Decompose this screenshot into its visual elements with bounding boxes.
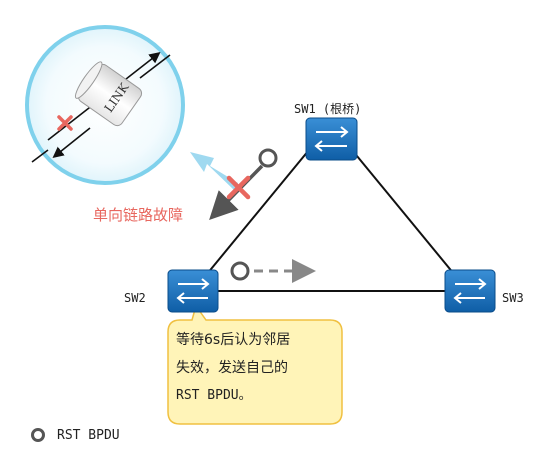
inset-fault-x-icon: [57, 115, 73, 131]
sw3-label: SW3: [502, 291, 524, 305]
link-sw1-sw3: [342, 138, 469, 292]
link-sw1-sw2: [192, 138, 319, 292]
switch-arrows-icon: [176, 278, 210, 304]
callout-line-2: 失效，发送自己的: [176, 360, 288, 376]
fault-x-icon: [226, 175, 251, 200]
fault-label: 单向链路故障: [93, 206, 184, 224]
switch-sw3[interactable]: [444, 269, 496, 313]
legend-bpdu-icon: [31, 428, 45, 442]
switch-sw2[interactable]: [167, 269, 219, 313]
bpdu-circle-icon-sw1: [258, 148, 278, 168]
switch-arrows-icon: [314, 126, 349, 152]
callout-text: 等待6s后认为邻居 失效，发送自己的 RST BPDU。: [176, 326, 336, 410]
callout-bubble: [167, 304, 343, 425]
sw2-label: SW2: [124, 291, 146, 305]
link-cable-icon: [74, 61, 143, 127]
switch-arrows-icon: [453, 278, 487, 304]
callout-line-3: RST BPDU。: [176, 388, 252, 403]
legend-bpdu-label: RST BPDU: [57, 428, 120, 443]
zoom-pointer-arrow: [190, 152, 238, 190]
switch-sw1[interactable]: [305, 117, 358, 161]
link-zoom-inset: [25, 25, 185, 185]
callout-line-1: 等待6s后认为邻居: [176, 332, 291, 348]
bpdu-circle-icon-sw2: [230, 261, 250, 281]
sw1-label: SW1 (根桥): [294, 102, 362, 116]
